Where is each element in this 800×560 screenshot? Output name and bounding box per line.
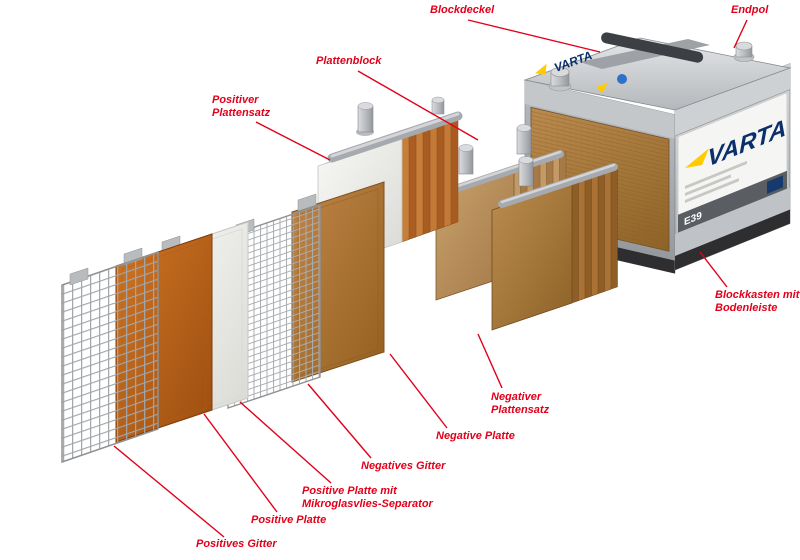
leader-lines [113,19,748,538]
leader-negatives-gitter [307,383,372,459]
leader-blockdeckel [467,19,601,53]
negative-plate-set [491,156,618,331]
terminal-post-front [548,67,572,92]
cell-strap [442,150,564,196]
label-positiver-plattensatz: Positiver Plattensatz [212,94,271,120]
label-negativer-plattensatz: Negativer Plattensatz [491,391,550,417]
battery-front-face: VARTA E39 [674,63,791,271]
label-negative-platte: Negative Platte [436,430,515,442]
leader-negativer-plattensatz [477,333,503,389]
positive-set-bushing [431,96,445,115]
leader-positives-gitter [113,445,225,538]
leader-positive-platte-separator [239,401,332,484]
battery-handle [601,32,704,63]
cell-strap [327,111,463,163]
plate-lug [69,267,89,286]
label-negatives-gitter: Negatives Gitter [361,460,446,472]
lid-yellow-mark [596,83,608,93]
leader-negative-platte [389,353,448,429]
negative-set-post [518,156,534,187]
positive-plate-set [317,96,463,271]
leader-blockkasten [699,251,728,288]
label-plattenblock: Plattenblock [316,55,382,67]
label-positive-platte-separator: Positive Platte mit Mikroglasvlies-Separ… [302,485,433,511]
positive-grid [61,250,159,464]
cell-strap [498,163,618,208]
label-positive-platte: Positive Platte [251,514,327,526]
label-endpol: Endpol [731,4,769,16]
leader-endpol [733,19,748,49]
label-badge [767,175,783,194]
plattenblock-post-2 [516,124,532,155]
label-blockdeckel: Blockdeckel [430,4,495,16]
plate-lug [297,193,317,212]
terminal-post-endpol [733,41,755,62]
positive-set-post [356,102,374,136]
label-positives-gitter: Positives Gitter [196,538,277,550]
plattenblock-stack [435,124,567,301]
lid-blue-cap [617,74,627,84]
handle-recess [580,39,710,69]
plattenblock-post-1 [458,144,474,175]
battery-base-front [675,209,790,270]
label-blockkasten: Blockkasten mit Bodenleiste [715,289,800,315]
leader-plattenblock [357,70,479,141]
leader-positive-platte [203,413,278,513]
leader-positiver-plattensatz [255,121,331,161]
battery-lid: VARTA [523,32,792,111]
varta-flag-small-icon [535,63,547,75]
